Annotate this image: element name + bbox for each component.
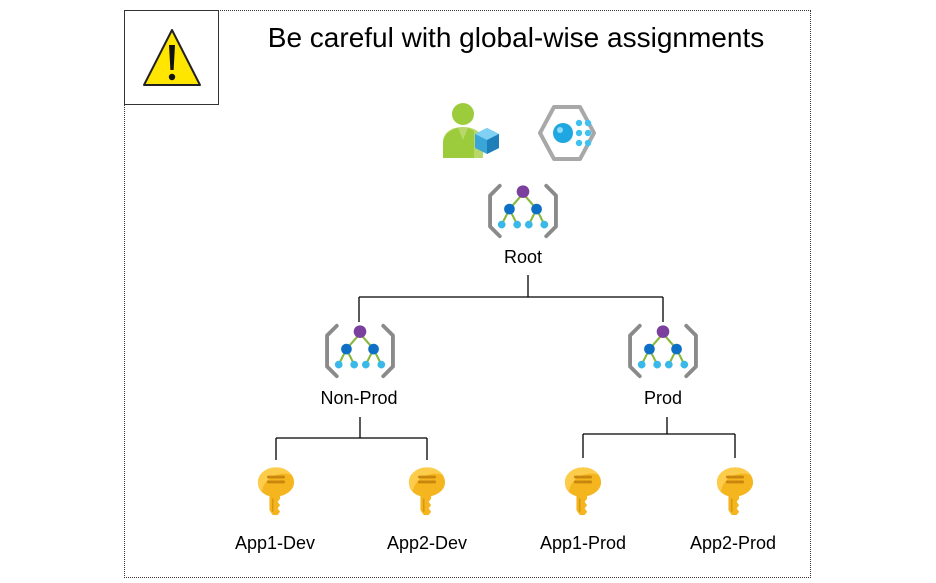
app2-dev-label: App2-Dev (386, 533, 468, 553)
app1-dev-label: App1-Dev (234, 533, 316, 553)
warning-box (124, 10, 219, 105)
non-prod-management-group-icon (322, 320, 398, 382)
non-prod-label: Non-Prod (320, 388, 398, 408)
app1-prod-label: App1-Prod (539, 533, 627, 553)
prod-management-group-icon (625, 320, 701, 382)
app2-prod-label: App2-Prod (689, 533, 777, 553)
app1-dev-key-icon (253, 462, 299, 522)
root-label: Root (503, 247, 543, 267)
diagram-title: Be careful with global-wise assignments (267, 22, 765, 53)
root-management-group-icon (485, 180, 561, 242)
azure-policy-icon (538, 105, 596, 161)
app1-prod-key-icon (560, 462, 606, 522)
prod-label: Prod (643, 388, 683, 408)
app2-dev-key-icon (404, 462, 450, 522)
managed-identity-icon (443, 103, 499, 158)
warning-triangle-icon (143, 29, 201, 86)
app2-prod-key-icon (712, 462, 758, 522)
diagram-frame (124, 10, 811, 578)
